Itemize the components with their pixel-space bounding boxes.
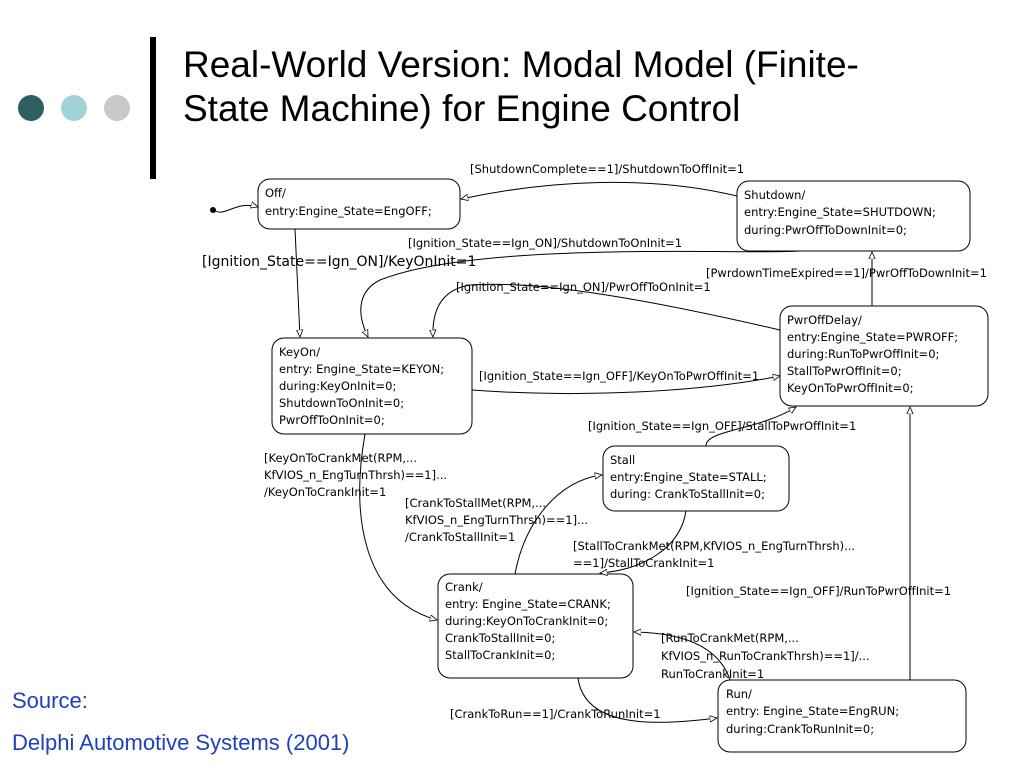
state-keyon-line-4: PwrOffToOnInit=0; — [279, 413, 385, 427]
edge-crank-to-run — [577, 677, 717, 723]
label-crank-to-run: [CrankToRun==1]/CrankToRunInit=1 — [450, 707, 661, 721]
state-pwroffdelay-line-1: entry:Engine_State=PWROFF; — [787, 330, 958, 344]
title-line-1: Real-World Version: Modal Model (Finite- — [183, 44, 859, 85]
state-run-line-2: during:CrankToRunInit=0; — [726, 722, 874, 736]
label-stall-to-pwroff: [Ignition_State==Ign_OFF]/StallToPwrOffI… — [588, 419, 856, 433]
edge-initial-to-off — [212, 205, 258, 213]
label-crank-to-stall-2: /CrankToStallInit=1 — [405, 530, 515, 544]
title-line-2: State Machine) for Engine Control — [183, 88, 741, 129]
state-shutdown: Shutdown/ entry:Engine_State=SHUTDOWN; d… — [736, 180, 971, 252]
state-pwroffdelay-line-2: during:RunToPwrOffInit=0; — [787, 347, 939, 361]
state-run: Run/ entry: Engine_State=EngRUN; during:… — [717, 679, 967, 753]
edge-pwroff-to-keyon — [433, 283, 781, 337]
state-crank-line-1: entry: Engine_State=CRANK; — [445, 597, 611, 611]
label-pwroff-to-shutdown: [PwrdownTimeExpired==1]/PwrOffToDownInit… — [706, 266, 987, 280]
label-stall-to-crank-0: [StallToCrankMet(RPM,KfVIOS_n_EngTurnThr… — [573, 539, 855, 553]
edge-shutdown-to-keyon — [360, 250, 801, 337]
source-organization: Delphi Automotive Systems (2001) — [12, 730, 350, 755]
label-crank-to-stall-0: [CrankToStallMet(RPM,... — [405, 496, 546, 510]
decor-dot-grey — [104, 95, 130, 121]
edge-run-to-crank — [634, 632, 731, 681]
decor-dot-dark — [18, 95, 44, 121]
state-pwroffdelay-line-3: StallToPwrOffInit=0; — [787, 364, 902, 378]
state-keyon-line-2: during:KeyOnInit=0; — [279, 379, 396, 393]
state-stall-line-1: entry:Engine_State=STALL; — [610, 470, 767, 484]
edge-keyon-to-crank — [359, 433, 437, 620]
state-shutdown-line-0: Shutdown/ — [744, 188, 805, 202]
label-keyon-to-crank-0: [KeyOnToCrankMet(RPM,... — [264, 451, 417, 465]
edge-crank-to-stall — [514, 475, 602, 575]
state-keyon-line-3: ShutdownToOnInit=0; — [279, 396, 404, 410]
state-run-line-1: entry: Engine_State=EngRUN; — [726, 704, 899, 718]
title-divider — [150, 37, 156, 179]
state-keyon: KeyOn/ entry: Engine_State=KEYON; during… — [271, 337, 473, 435]
state-crank-line-2: during:KeyOnToCrankInit=0; — [445, 614, 608, 628]
label-shutdown-to-keyon: [Ignition_State==Ign_ON]/ShutdownToOnIni… — [408, 236, 682, 250]
slide-title: Real-World Version: Modal Model (Finite-… — [183, 43, 1003, 131]
state-pwroffdelay-line-0: PwrOffDelay/ — [787, 313, 862, 327]
label-pwroff-to-keyon: [Ignition_State==Ign_ON]/PwrOffToOnInit=… — [456, 280, 711, 294]
label-off-to-keyon: [Ignition_State==Ign_ON]/KeyOnInit=1 — [202, 254, 476, 270]
edge-stall-to-pwroff — [705, 407, 796, 447]
label-run-to-crank-0: [RunToCrankMet(RPM,... — [661, 631, 799, 645]
state-shutdown-line-2: during:PwrOffToDownInit=0; — [744, 223, 907, 237]
label-keyon-to-pwroff: [Ignition_State==Ign_OFF]/KeyOnToPwrOffI… — [479, 369, 759, 383]
label-run-to-crank-1: KfVIOS_n_RunToCrankThrsh)==1]/... — [661, 649, 870, 663]
label-keyon-to-crank-1: KfVIOS_n_EngTurnThrsh)==1]... — [264, 468, 447, 482]
label-keyon-to-crank-2: /KeyOnToCrankInit=1 — [264, 485, 386, 499]
state-off-line-0: Off/ — [265, 186, 286, 200]
label-run-to-crank-2: RunToCrankInit=1 — [661, 667, 764, 681]
edge-stall-to-crank — [600, 510, 687, 573]
state-keyon-line-1: entry: Engine_State=KEYON; — [279, 362, 444, 376]
state-crank-line-0: Crank/ — [445, 580, 483, 594]
state-pwroffdelay: PwrOffDelay/ entry:Engine_State=PWROFF; … — [779, 305, 989, 407]
state-crank: Crank/ entry: Engine_State=CRANK; during… — [437, 573, 634, 679]
state-shutdown-line-1: entry:Engine_State=SHUTDOWN; — [744, 205, 936, 219]
state-off-line-1: entry:Engine_State=EngOFF; — [265, 204, 432, 218]
edge-keyon-to-pwroff — [471, 376, 780, 395]
state-stall: Stall entry:Engine_State=STALL; during: … — [602, 445, 790, 512]
decor-dot-light — [61, 95, 87, 121]
state-off: Off/ entry:Engine_State=EngOFF; — [257, 178, 461, 230]
edge-off-to-keyon — [294, 228, 300, 337]
state-stall-line-2: during: CrankToStallInit=0; — [610, 487, 765, 501]
state-run-line-0: Run/ — [726, 687, 752, 701]
state-stall-line-0: Stall — [610, 453, 635, 467]
edge-shutdown-to-off — [461, 181, 738, 199]
state-pwroffdelay-line-4: KeyOnToPwrOffInit=0; — [787, 381, 914, 395]
label-stall-to-crank-1: ==1]/StallToCrankInit=1 — [573, 556, 714, 570]
state-crank-line-3: CrankToStallInit=0; — [445, 631, 555, 645]
label-shutdown-to-off: [ShutdownComplete==1]/ShutdownToOffInit=… — [470, 162, 744, 176]
label-crank-to-stall-1: KfVIOS_n_EngTurnThrsh)==1]... — [405, 513, 588, 527]
label-run-to-pwroff: [Ignition_State==Ign_OFF]/RunToPwrOffIni… — [686, 584, 951, 598]
state-crank-line-4: StallToCrankInit=0; — [445, 648, 555, 662]
state-keyon-line-0: KeyOn/ — [279, 345, 320, 359]
source-label: Source: — [12, 688, 88, 713]
